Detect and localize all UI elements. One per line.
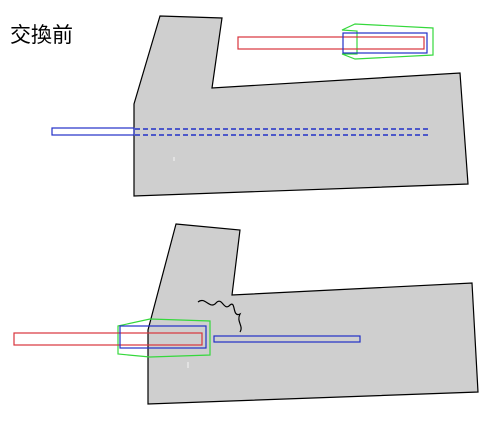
blue-tube-top-inner (342, 32, 428, 54)
scene-after (13, 223, 479, 405)
green-connector-bottom (117, 318, 211, 358)
squiggle-icon (197, 300, 242, 333)
blue-tube-pulled-out (213, 335, 361, 343)
green-connector-top (341, 23, 434, 60)
blue-tube-bottom-inner (119, 325, 207, 349)
page-title: 交換前 (10, 23, 73, 47)
blue-tube-inserted (51, 127, 135, 136)
gray-block-bottom (147, 223, 479, 405)
red-tube-bottom (13, 332, 203, 346)
gray-block-top (133, 15, 469, 197)
scene-before (51, 15, 469, 197)
red-tube-top (237, 36, 425, 50)
